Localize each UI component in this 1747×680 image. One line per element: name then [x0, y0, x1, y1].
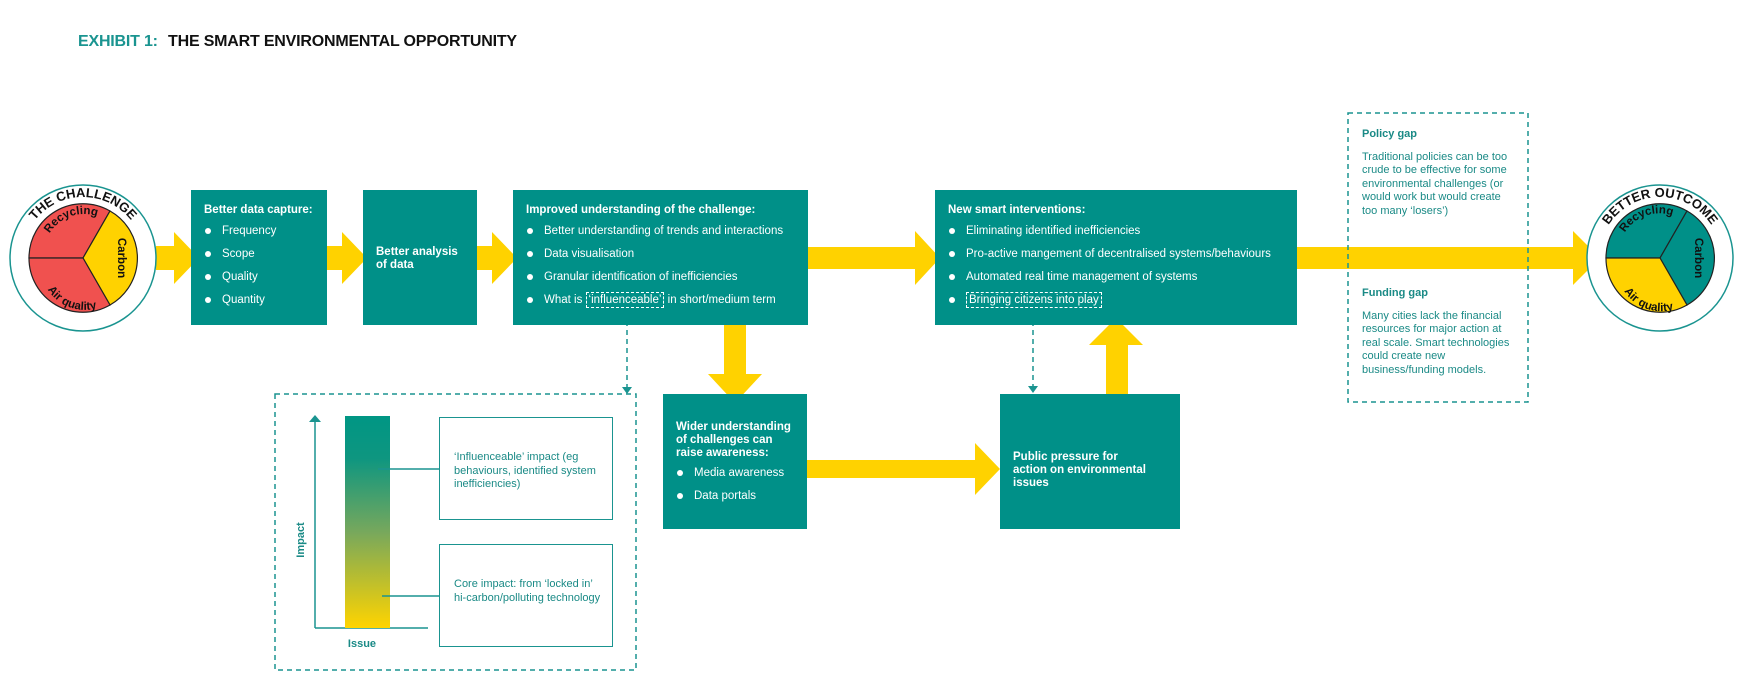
list-item: Media awareness — [676, 467, 794, 480]
impact-axis-label: Impact — [295, 522, 307, 558]
citizens-highlight: Bringing citizens into play — [966, 292, 1102, 308]
page-title: THE SMART ENVIRONMENTAL OPPORTUNITY — [168, 33, 517, 50]
exhibit-title: EXHIBIT 1: THE SMART ENVIRONMENTAL OPPOR… — [78, 33, 517, 51]
item-prefix: What is — [544, 294, 583, 306]
box-analysis: Better analysis of data — [363, 190, 477, 325]
list-item: Quantity — [204, 294, 314, 307]
outcome-segment-carbon: Carbon — [1692, 238, 1704, 278]
impact-gradient-bar — [345, 416, 390, 628]
policy-gap-note: Policy gap Traditional policies can be t… — [1362, 128, 1512, 218]
understanding-heading: Improved understanding of the challenge: — [526, 204, 756, 216]
funding-gap-note: Funding gap Many cities lack the financi… — [1362, 287, 1512, 377]
policy-gap-text: Traditional policies can be too crude to… — [1362, 150, 1508, 217]
list-item: What is ‘influenceable’ in short/medium … — [526, 292, 795, 308]
arrow-understanding-to-awareness — [708, 325, 762, 403]
arrow-challenge-to-capture — [156, 232, 199, 284]
list-item: Quality — [204, 271, 314, 284]
arrow-awareness-to-pressure — [807, 443, 1000, 495]
list-item: Frequency — [204, 225, 314, 238]
inset-chart: Impact Issue — [295, 415, 439, 650]
policy-gap-heading: Policy gap — [1362, 128, 1418, 140]
arrow-capture-to-analysis — [327, 232, 367, 284]
box-understanding: Improved understanding of the challenge:… — [513, 190, 808, 325]
analysis-heading: Better analysis of data — [376, 246, 458, 271]
interventions-heading: New smart interventions: — [948, 204, 1086, 216]
list-item: Scope — [204, 248, 314, 261]
data-capture-heading: Better data capture: — [204, 204, 313, 216]
influenceable-impact-box: ‘Influenceable’ impact (eg behaviours, i… — [439, 417, 613, 520]
item-suffix: in short/medium term — [667, 294, 776, 306]
box-awareness: Wider understanding of challenges can ra… — [663, 394, 807, 529]
challenge-circle: THE CHALLENGE Recycling Air quality Carb… — [9, 184, 157, 332]
pressure-heading: Public pressure for action on environmen… — [1013, 451, 1146, 489]
outcome-circle: BETTER OUTCOME Recycling Air quality Car… — [1586, 184, 1734, 332]
list-item: Bringing citizens into play — [948, 292, 1284, 308]
arrow-pressure-to-interventions — [1089, 318, 1143, 394]
core-impact-box: Core impact: from ‘locked in’ hi-carbon/… — [439, 544, 613, 647]
gaps-dashed-frame — [1347, 112, 1529, 403]
box-public-pressure: Public pressure for action on environmen… — [1000, 394, 1180, 529]
issue-axis-label: Issue — [348, 638, 376, 650]
core-impact-text: Core impact: from ‘locked in’ hi-carbon/… — [454, 578, 601, 604]
arrow-interventions-to-outcome — [1297, 231, 1600, 285]
influenceable-highlight: ‘influenceable’ — [585, 292, 665, 308]
list-item: Pro-active mangement of decentralised sy… — [948, 248, 1284, 261]
list-item: Eliminating identified inefficiencies — [948, 225, 1284, 238]
list-item: Better understanding of trends and inter… — [526, 225, 795, 238]
list-item: Automated real time management of system… — [948, 271, 1284, 284]
list-item: Data portals — [676, 490, 794, 503]
awareness-heading: Wider understanding of challenges can ra… — [676, 421, 791, 459]
list-item: Data visualisation — [526, 248, 795, 261]
challenge-segment-carbon: Carbon — [115, 238, 127, 278]
exhibit-label: EXHIBIT 1: — [78, 33, 158, 50]
list-item: Granular identification of inefficiencie… — [526, 271, 795, 284]
box-data-capture: Better data capture: Frequency Scope Qua… — [191, 190, 327, 325]
inset-dashed-frame — [274, 393, 637, 671]
funding-gap-text: Many cities lack the financial resources… — [1362, 309, 1510, 376]
influenceable-impact-text: ‘Influenceable’ impact (eg behaviours, i… — [454, 451, 596, 490]
funding-gap-heading: Funding gap — [1362, 287, 1428, 299]
arrow-understanding-to-interventions — [808, 231, 940, 285]
arrow-analysis-to-understanding — [477, 232, 517, 284]
box-interventions: New smart interventions: Eliminating ide… — [935, 190, 1297, 325]
